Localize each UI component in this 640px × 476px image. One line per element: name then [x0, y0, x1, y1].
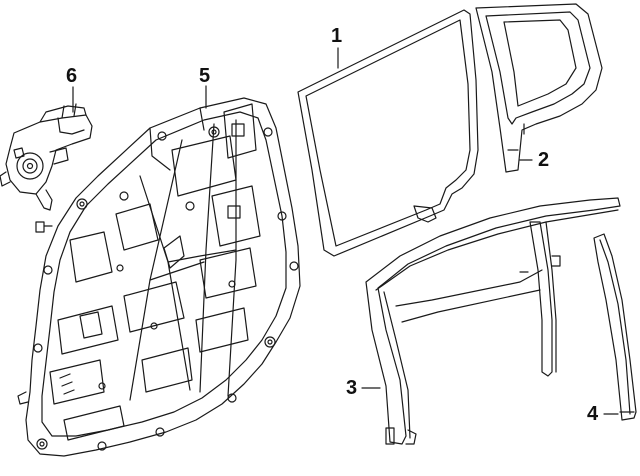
window-motor-part — [0, 104, 92, 210]
door-glass-part — [298, 10, 478, 256]
glass-run-channel-part — [366, 198, 620, 444]
door-module-panel-part — [18, 98, 300, 456]
quarter-glass-part — [476, 4, 602, 172]
callout-6: 6 — [66, 65, 78, 87]
callout-1: 1 — [331, 25, 343, 47]
callout-2: 2 — [538, 149, 550, 171]
callout-4: 4 — [587, 403, 599, 425]
division-bar-strip-part — [594, 234, 636, 420]
callout-3: 3 — [346, 377, 358, 399]
callout-5: 5 — [199, 65, 211, 87]
